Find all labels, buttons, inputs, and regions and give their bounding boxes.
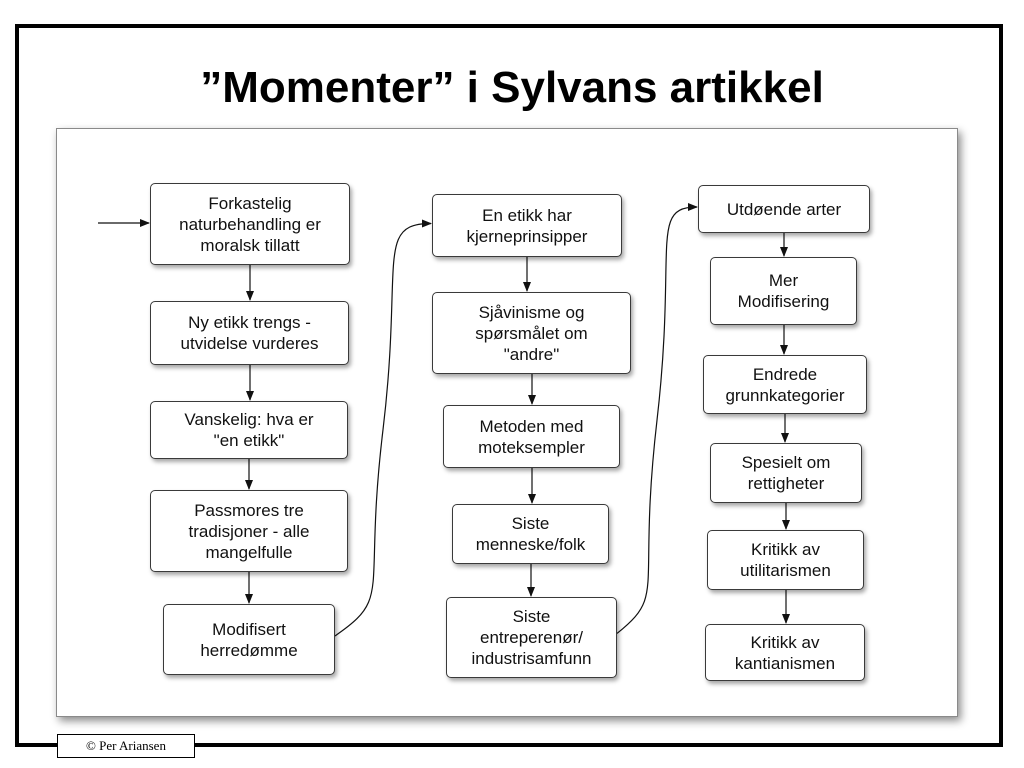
flow-node-n15: Kritikk av utilitarismen <box>707 530 864 590</box>
flow-node-n3: Vanskelig: hva er "en etikk" <box>150 401 348 459</box>
flow-node-n12: Mer Modifisering <box>710 257 857 325</box>
flow-node-n5: Modifisert herredømme <box>163 604 335 675</box>
flow-node-n16: Kritikk av kantianismen <box>705 624 865 681</box>
flow-node-n6: En etikk har kjerneprinsipper <box>432 194 622 257</box>
flow-node-n13: Endrede grunnkategorier <box>703 355 867 414</box>
slide-title: ”Momenter” i Sylvans artikkel <box>200 63 824 112</box>
copyright-credit: © Per Ariansen <box>57 734 195 758</box>
flow-arrow-n10-n11 <box>616 203 698 634</box>
flow-node-n8: Metoden med moteksempler <box>443 405 620 468</box>
flow-node-n7: Sjåvinisme og spørsmålet om "andre" <box>432 292 631 374</box>
flow-node-n10: Siste entreperenør/ industrisamfunn <box>446 597 617 678</box>
flow-node-n14: Spesielt om rettigheter <box>710 443 862 503</box>
flow-node-n11: Utdøende arter <box>698 185 870 233</box>
flow-node-n9: Siste menneske/folk <box>452 504 609 564</box>
flow-node-n1: Forkastelig naturbehandling er moralsk t… <box>150 183 350 265</box>
flow-node-n2: Ny etikk trengs - utvidelse vurderes <box>150 301 349 365</box>
flow-node-n4: Passmores tre tradisjoner - alle mangelf… <box>150 490 348 572</box>
flow-arrow-n5-n6 <box>334 219 432 637</box>
